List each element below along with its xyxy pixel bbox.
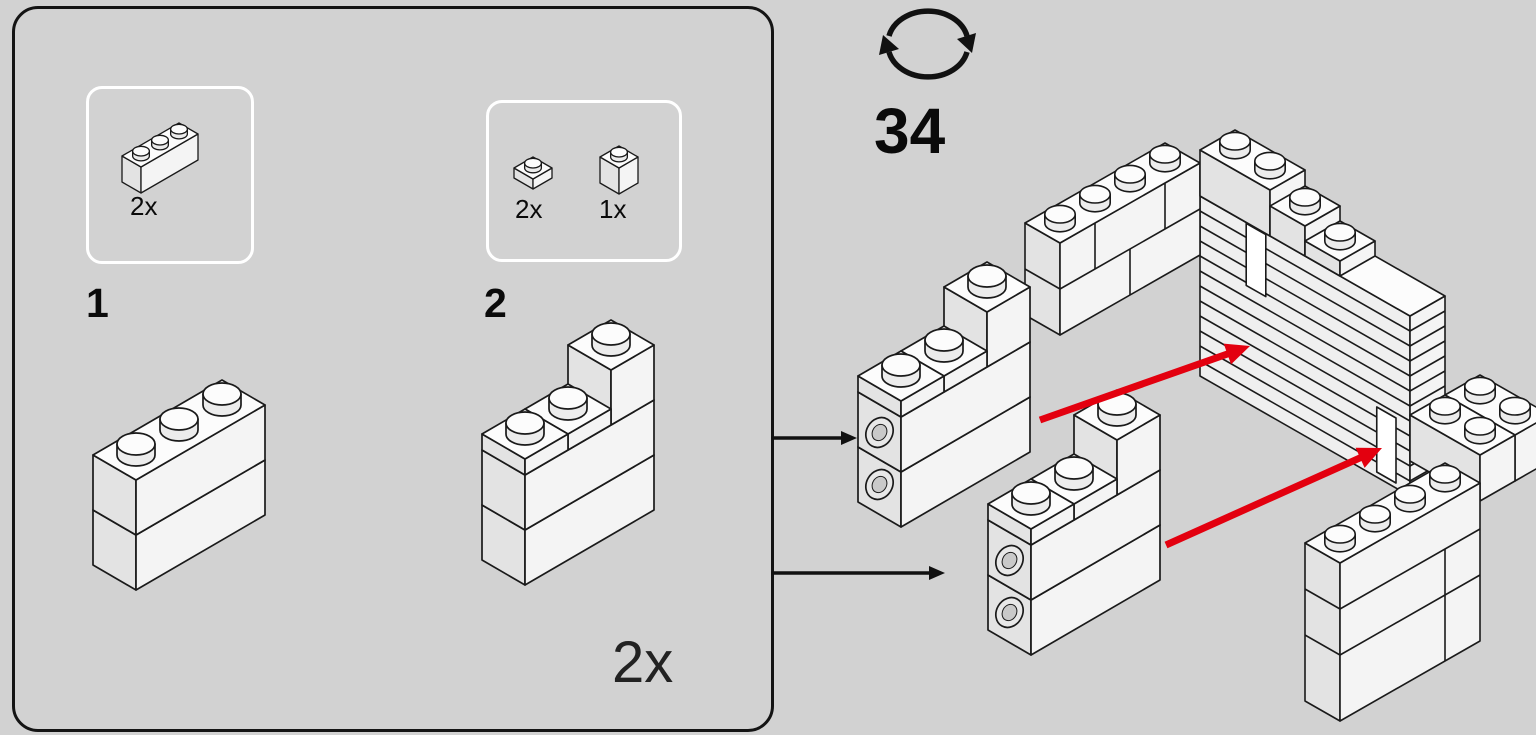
main-assembly [1024,129,1536,722]
attach-arrow-1 [1038,343,1250,424]
rotate-model-icon [879,8,976,80]
substep-2-label: 2 [484,280,507,326]
part-count-brick: 1x [599,194,627,224]
step-arrow-2 [771,566,945,580]
step-number: 34 [874,95,946,167]
subassembly-2 [987,389,1161,656]
subassembly-1 [857,261,1031,528]
callout-box [12,6,774,732]
attach-arrow-2 [1164,447,1382,549]
step-arrow-1 [771,431,857,445]
parts-box-1 [86,86,254,264]
part-count-plate: 2x [515,194,543,224]
substep-1-label: 1 [86,280,109,326]
part-count-1x3: 2x [130,191,158,221]
parts-box-2 [486,100,682,262]
repeat-count: 2x [612,630,674,695]
